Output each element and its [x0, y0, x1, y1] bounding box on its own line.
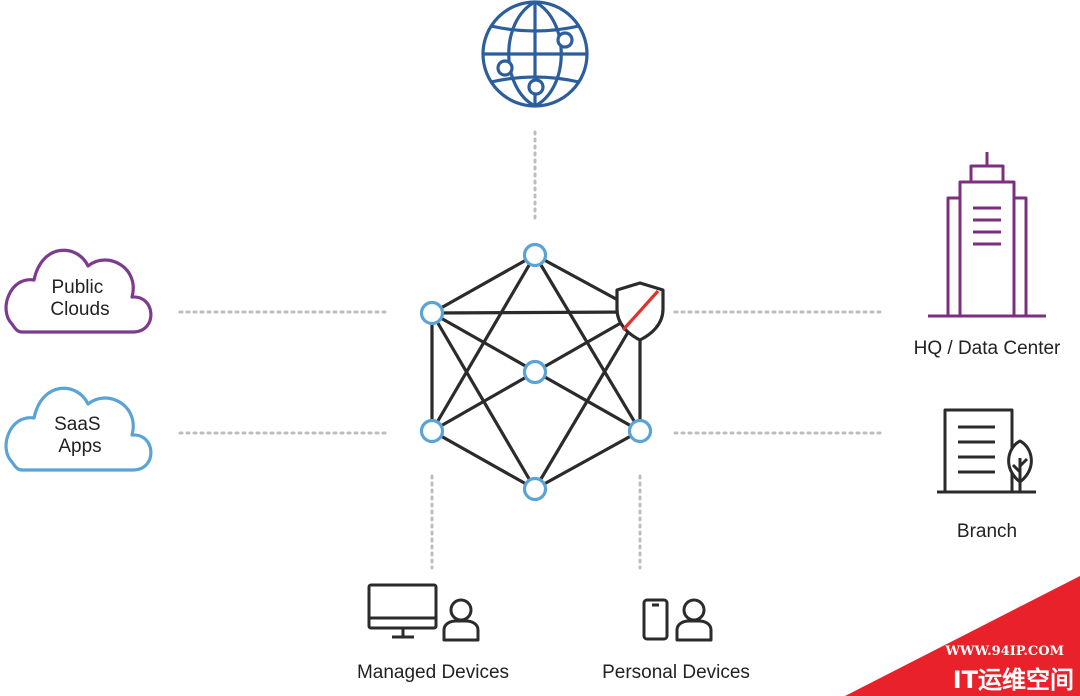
- user-icon: [675, 598, 713, 642]
- personal-devices-label: Personal Devices: [602, 662, 750, 683]
- mesh-node-upper-left: [419, 300, 445, 326]
- desktop-monitor-icon: [367, 583, 438, 639]
- hq-label: HQ / Data Center: [914, 338, 1061, 359]
- mesh-network: [419, 242, 665, 502]
- branch: Branch: [937, 408, 1036, 542]
- branch-label: Branch: [957, 521, 1017, 542]
- saas-apps: SaaS Apps: [4, 386, 153, 472]
- watermark: WWW.94IP.COM IT运维空间: [845, 576, 1080, 696]
- public-clouds-label: Public Clouds: [50, 277, 109, 320]
- personal-devices: Personal Devices: [602, 598, 750, 683]
- watermark-name: IT运维空间: [953, 666, 1074, 694]
- mesh-node-center: [522, 359, 548, 385]
- managed-devices: Managed Devices: [357, 583, 509, 683]
- mesh-node-top: [522, 242, 548, 268]
- mesh-node-lower-left: [419, 418, 445, 444]
- shield-icon: [615, 281, 665, 342]
- mesh-node-lower-right: [627, 418, 653, 444]
- hq-data-center: HQ / Data Center: [914, 152, 1061, 359]
- connectors: [178, 130, 882, 570]
- mesh-node-bottom: [522, 476, 548, 502]
- cloud-icon: [4, 248, 153, 334]
- building-icon: [928, 152, 1046, 318]
- managed-devices-label: Managed Devices: [357, 662, 509, 683]
- user-icon: [442, 598, 480, 642]
- globe-icon: [481, 0, 589, 108]
- cloud-icon: [4, 386, 153, 472]
- public-clouds: Public Clouds: [4, 248, 153, 334]
- saas-apps-label: SaaS Apps: [54, 414, 106, 457]
- smartphone-icon: [642, 598, 669, 641]
- watermark-url: WWW.94IP.COM: [944, 644, 1064, 659]
- tree-icon: [1007, 439, 1033, 492]
- mesh-nodes: [419, 242, 653, 502]
